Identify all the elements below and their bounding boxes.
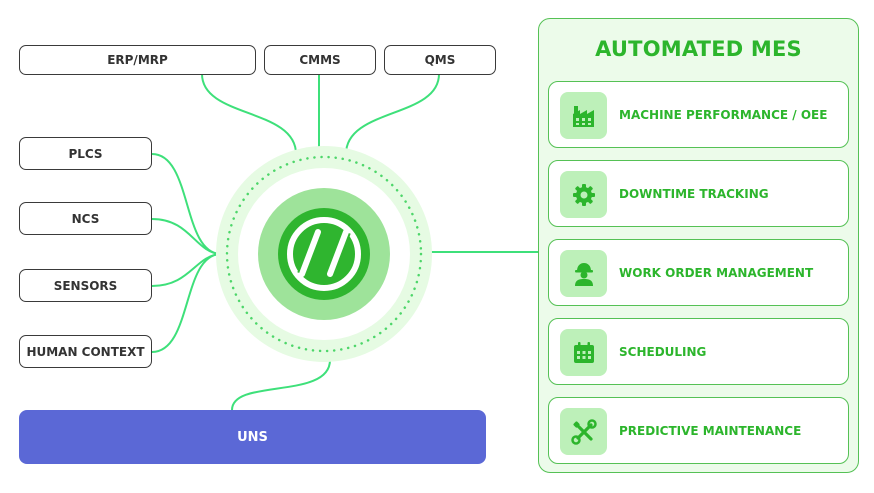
source-label: ERP/MRP <box>107 53 168 67</box>
source-label: PLCS <box>68 146 103 161</box>
source-ncs: NCS <box>19 202 152 235</box>
mes-panel: AUTOMATED MES MACHINE PERFORMANCE / OEE <box>538 18 859 473</box>
mes-title: AUTOMATED MES <box>595 37 802 61</box>
mes-item-scheduling: SCHEDULING <box>548 318 849 385</box>
source-human-context: HUMAN CONTEXT <box>19 335 152 368</box>
mes-item-downtime-tracking: DOWNTIME TRACKING <box>548 160 849 227</box>
source-label: CMMS <box>299 53 341 67</box>
connector-sensors <box>151 253 221 287</box>
mes-item-label: PREDICTIVE MAINTENANCE <box>619 423 802 438</box>
connector-ncs <box>151 218 221 255</box>
worker-icon <box>560 250 607 297</box>
connector-plcs <box>151 153 221 255</box>
connector-uns <box>231 359 331 411</box>
tools-icon <box>560 408 607 455</box>
source-cmms: CMMS <box>264 45 376 75</box>
hub <box>216 146 432 362</box>
mes-item-label: MACHINE PERFORMANCE / OEE <box>619 107 828 122</box>
source-plcs: PLCS <box>19 137 152 170</box>
source-label: HUMAN CONTEXT <box>26 344 145 359</box>
mes-item-label: WORK ORDER MANAGEMENT <box>619 265 814 280</box>
source-qms: QMS <box>384 45 496 75</box>
source-erp-mrp: ERP/MRP <box>19 45 256 75</box>
uns-bar: UNS <box>19 410 486 464</box>
source-label: NCS <box>71 211 100 226</box>
source-sensors: SENSORS <box>19 269 152 302</box>
mes-item-work-order-management: WORK ORDER MANAGEMENT <box>548 239 849 306</box>
hub-dotted-ring <box>225 155 423 353</box>
source-label: SENSORS <box>53 278 118 293</box>
double-slash-logo-icon <box>278 208 370 300</box>
mes-item-predictive-maintenance: PREDICTIVE MAINTENANCE <box>548 397 849 464</box>
connector-erp <box>201 73 297 155</box>
source-label: QMS <box>424 53 456 67</box>
mes-item-label: SCHEDULING <box>619 344 707 359</box>
mes-item-machine-performance: MACHINE PERFORMANCE / OEE <box>548 81 849 148</box>
factory-icon <box>560 92 607 139</box>
connector-qms <box>345 73 440 155</box>
gear-icon <box>560 171 607 218</box>
uns-label: UNS <box>237 429 268 445</box>
connector-human-context <box>151 253 221 353</box>
mes-item-label: DOWNTIME TRACKING <box>619 186 769 201</box>
calendar-icon <box>560 329 607 376</box>
